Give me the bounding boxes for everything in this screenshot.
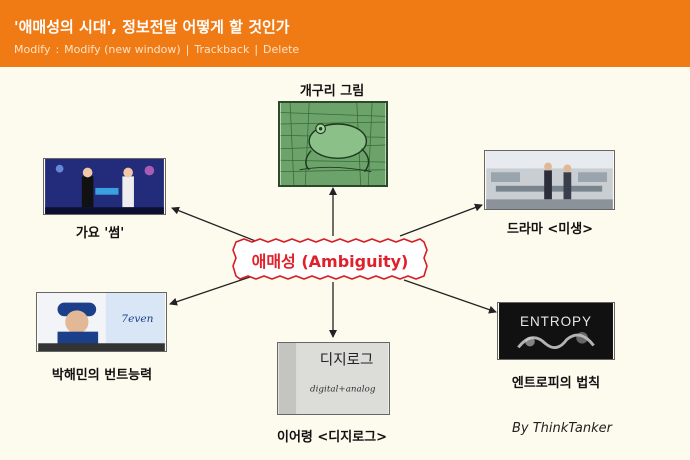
modify-new-window-link[interactable]: Modify (new window): [64, 43, 181, 56]
modify-link[interactable]: Modify: [14, 43, 51, 56]
separator: |: [185, 43, 190, 56]
drama-label: 드라마 <미생>: [506, 222, 594, 237]
drama-office-picture: [486, 151, 613, 209]
entropy-cover-picture: ENTROPY: [499, 303, 613, 359]
arrow-to-drama: [399, 203, 483, 237]
frog-label: 개구리 그림: [299, 84, 365, 99]
center-node-text: 애매성 (Ambiguity): [251, 252, 409, 271]
arrow-to-bunt: [169, 274, 257, 306]
frog-drawing: [280, 103, 386, 185]
post-header: '애매성의 시대', 정보전달 어떻게 할 것인가 Modify: Modify …: [0, 0, 690, 67]
bunt-baseball-picture: 7even: [38, 293, 165, 351]
arrow-to-entropy: [403, 279, 497, 314]
arrow-to-song: [171, 206, 259, 243]
post-title: '애매성의 시대', 정보전달 어떻게 할 것인가: [14, 18, 290, 36]
separator: :: [55, 43, 60, 56]
center-node: 애매성 (Ambiguity): [232, 238, 428, 280]
drama-image: [484, 150, 615, 210]
bunt-label: 박해민의 번트능력: [51, 368, 153, 383]
book-label: 이어령 <디지로그>: [276, 430, 388, 445]
book-subtitle-text: digital+analog: [310, 385, 376, 395]
book-image: 디지로그 digital+analog: [277, 342, 390, 415]
delete-link[interactable]: Delete: [263, 43, 300, 56]
post-actions: Modify: Modify (new window) | Trackback | Del…: [14, 43, 299, 56]
song-image: [43, 158, 166, 215]
separator: |: [254, 43, 259, 56]
frog-image: [278, 101, 388, 187]
book-title-text: 디지로그: [320, 351, 374, 368]
song-stage-picture: [45, 159, 164, 214]
jersey-text: 7even: [121, 312, 153, 325]
entropy-title-text: ENTROPY: [520, 314, 592, 329]
entropy-label: 엔트로피의 법칙: [511, 376, 601, 391]
trackback-link[interactable]: Trackback: [194, 43, 250, 56]
song-label: 가요 '썸': [75, 226, 125, 241]
entropy-image: ENTROPY: [497, 302, 615, 360]
zigzag-frame: [232, 238, 428, 280]
book-cover-picture: 디지로그 digital+analog: [278, 343, 389, 414]
bunt-image: 7even: [36, 292, 167, 352]
author-credit: By ThinkTanker: [512, 421, 612, 436]
